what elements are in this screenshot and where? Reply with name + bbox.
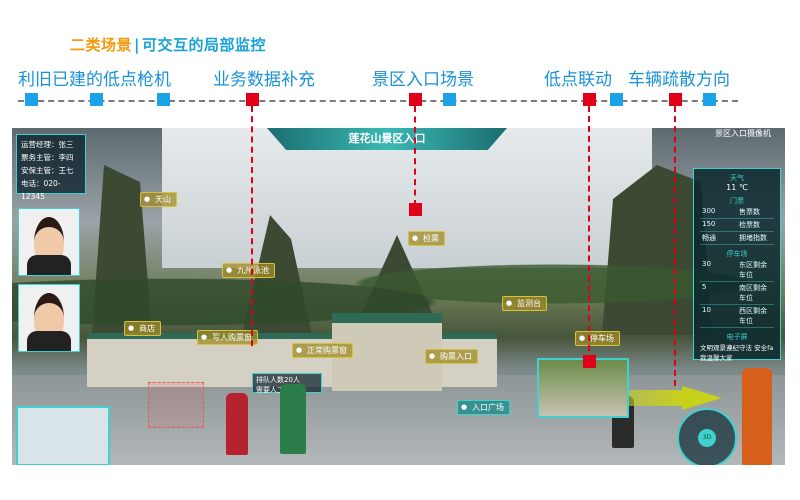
poi-label[interactable]: 购票入口 — [425, 349, 478, 364]
poi-label[interactable]: 写人购票窗 — [197, 330, 258, 345]
title-separator: | — [134, 36, 140, 54]
stat-row: 300 售票数 — [700, 206, 774, 219]
temperature: 11 ℃ — [726, 183, 748, 192]
timeline-label-4: 低点联动 — [544, 70, 612, 90]
stat-row: 30 东区剩余车位 — [700, 259, 774, 282]
scene-banner: 莲花山景区入口 — [267, 128, 507, 150]
stat-row: 5 南区剩余车位 — [700, 282, 774, 305]
timeline-label-5: 车辆疏散方向 — [628, 70, 730, 90]
selection-box[interactable] — [148, 382, 204, 428]
staff-photo[interactable] — [18, 284, 80, 352]
timeline-node-highlight — [409, 93, 422, 106]
stat-desc: 南区剩余车位 — [739, 284, 767, 302]
stat-num: 150 — [702, 220, 716, 228]
queue-line: 排队人数20人 — [256, 376, 300, 384]
monitoring-scene: 莲花山景区入口 景区入口摄像机 运营经理：张三 票务主管：李四 安保主管：王七 … — [12, 128, 785, 465]
info-phone: 电话：020-12345 — [21, 179, 61, 201]
timeline-dashed-line — [18, 100, 738, 102]
stat-num: 30 — [702, 260, 711, 268]
timeline-label-3: 景区入口场景 — [372, 70, 474, 90]
leader-line — [251, 106, 253, 346]
leader-line — [414, 106, 416, 206]
timeline-node — [157, 93, 170, 106]
title-part1: 二类场景 — [70, 36, 133, 54]
stat-num: 300 — [702, 207, 716, 215]
view-control-wheel[interactable]: 3D — [677, 408, 737, 465]
poi-label[interactable]: 入口广场 — [457, 400, 510, 415]
stat-row: 畅通 拥堵指数 — [700, 232, 774, 245]
person — [742, 368, 772, 465]
queue-line: 需要人工干预 — [256, 386, 298, 394]
stats-panel: 天气 11 ℃ 门票 300 售票数 150 检票数 畅通 拥堵指数 停车场 30 东区… — [693, 168, 781, 362]
screen-text: 文明观景遵纪守法 安全fa我温馨大家 — [700, 344, 774, 362]
timeline-node — [443, 93, 456, 106]
poi-label[interactable]: 商店 — [124, 321, 161, 336]
slide-title: 二类场景|可交互的局部监控 — [70, 34, 266, 55]
leader-line — [674, 106, 676, 386]
stat-desc: 检票数 — [739, 221, 760, 229]
minimap[interactable] — [16, 406, 110, 465]
poi-label[interactable]: 检票 — [408, 231, 445, 246]
timeline-label-1: 利旧已建的低点枪机 — [18, 70, 171, 90]
timeline-node — [703, 93, 716, 106]
timeline-node-highlight — [669, 93, 682, 106]
stat-num: 畅通 — [702, 234, 716, 242]
leader-line — [588, 106, 590, 361]
camera-title: 景区入口摄像机 — [715, 129, 771, 138]
info-line: 票务主管：李四 — [21, 153, 74, 162]
info-line: 运营经理：张三 — [21, 140, 74, 149]
stat-row: 150 检票数 — [700, 219, 774, 232]
info-line: 安保主管：王七 — [21, 166, 74, 175]
weather-label: 天气 — [730, 174, 744, 182]
poi-label[interactable]: 天山 — [140, 192, 177, 207]
stat-num: 5 — [702, 283, 707, 291]
title-part2: 可交互的局部监控 — [142, 36, 267, 54]
stat-desc: 拥堵指数 — [739, 234, 767, 242]
stat-row: 10 西区剩余车位 — [700, 305, 774, 328]
timeline-node-highlight — [246, 93, 259, 106]
leader-marker — [583, 355, 596, 368]
timeline-label-2: 业务数据补充 — [213, 70, 315, 90]
traffic-arrow-head — [682, 386, 722, 410]
timeline-node — [90, 93, 103, 106]
poi-label[interactable]: 九州泳池 — [222, 263, 275, 278]
parking-label: 停车场 — [726, 250, 748, 258]
screen-label: 电子屏 — [726, 333, 748, 341]
person — [280, 384, 306, 454]
staff-info-panel: 运营经理：张三 票务主管：李四 安保主管：王七 电话：020-12345 — [16, 134, 86, 201]
body — [27, 331, 71, 351]
scene-sky — [162, 128, 652, 268]
stat-desc: 西区剩余车位 — [739, 307, 767, 325]
stat-desc: 售票数 — [739, 208, 760, 216]
leader-marker — [409, 203, 422, 216]
poi-label[interactable]: 监测台 — [502, 296, 547, 311]
timeline-node — [25, 93, 38, 106]
timeline-node — [610, 93, 623, 106]
poi-label[interactable]: 停车场 — [575, 331, 620, 346]
person — [226, 393, 248, 455]
stat-desc: 东区剩余车位 — [739, 261, 767, 279]
stat-num: 10 — [702, 306, 711, 314]
timeline-node-highlight — [583, 93, 596, 106]
poi-label[interactable]: 正常购票窗 — [292, 343, 353, 358]
tickets-label: 门票 — [730, 197, 744, 205]
staff-photo[interactable] — [18, 208, 80, 276]
body — [27, 255, 71, 275]
3d-toggle-button[interactable]: 3D — [698, 429, 716, 447]
